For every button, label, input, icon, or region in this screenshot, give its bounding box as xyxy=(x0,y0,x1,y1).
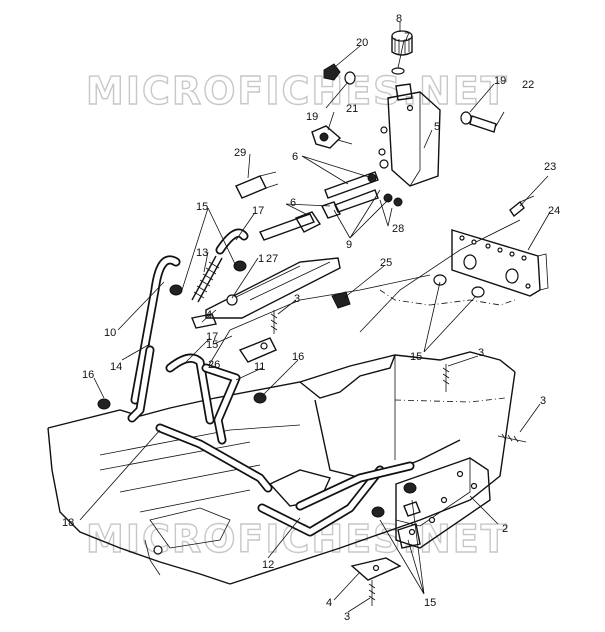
callout-16: 16 xyxy=(292,351,304,363)
callout-12: 12 xyxy=(262,559,274,571)
callout-3: 3 xyxy=(344,611,350,623)
callout-9: 9 xyxy=(346,239,352,251)
part-callouts: 1 2 3 3 3 3 4 4 5 6 6 7 8 9 10 11 12 13 … xyxy=(62,13,560,623)
callout-1: 1 xyxy=(258,253,264,265)
callout-27: 27 xyxy=(266,253,278,265)
watermark-top: MICROFICHES.NET xyxy=(86,69,509,113)
callout-18: 18 xyxy=(62,517,74,529)
callout-23: 23 xyxy=(544,161,556,173)
grommet-25 xyxy=(331,291,351,309)
callout-3: 3 xyxy=(294,293,300,305)
callout-19: 19 xyxy=(306,111,318,123)
callout-16: 16 xyxy=(82,369,94,381)
callout-11: 11 xyxy=(254,361,265,373)
clip-26 xyxy=(238,337,277,363)
callout-26: 26 xyxy=(208,359,220,371)
callout-3: 3 xyxy=(478,347,484,359)
callout-8: 8 xyxy=(396,13,402,25)
callout-20: 20 xyxy=(356,37,368,49)
oil-cap xyxy=(391,30,413,75)
callout-17: 17 xyxy=(206,331,218,343)
leader-lines xyxy=(79,22,551,613)
spring-13 xyxy=(191,255,223,303)
callout-2: 2 xyxy=(502,523,508,535)
bracket-2 xyxy=(395,457,491,549)
callout-3: 3 xyxy=(540,395,546,407)
oil-tank xyxy=(378,83,441,187)
callout-24: 24 xyxy=(548,205,560,217)
callout-15: 15 xyxy=(196,201,208,213)
callout-15: 15 xyxy=(410,351,422,363)
callout-22: 22 xyxy=(522,79,534,91)
filter-29 xyxy=(235,171,279,199)
fittings-top xyxy=(311,63,497,149)
bracket-27 xyxy=(191,257,341,329)
oil-lines-upper xyxy=(259,159,403,241)
screws xyxy=(270,310,527,606)
callout-15: 15 xyxy=(424,597,436,609)
callout-29: 29 xyxy=(234,147,246,159)
callout-17: 17 xyxy=(252,205,264,217)
callout-6: 6 xyxy=(290,197,296,209)
callout-7: 7 xyxy=(404,31,410,43)
hose-14 xyxy=(127,345,155,423)
bracket-4-lower xyxy=(350,557,402,581)
hose-18 xyxy=(155,423,273,493)
callout-19: 19 xyxy=(494,75,506,87)
callout-6: 6 xyxy=(292,151,298,163)
callout-4: 4 xyxy=(326,597,332,609)
fitting-23 xyxy=(509,195,535,218)
hose-11 xyxy=(201,363,241,445)
callout-25: 25 xyxy=(380,257,392,269)
panel-24 xyxy=(451,229,549,297)
callout-15: 15 xyxy=(206,339,218,351)
callout-28: 28 xyxy=(392,223,404,235)
callout-21: 21 xyxy=(346,103,358,115)
hose-10 xyxy=(130,255,181,405)
callout-4: 4 xyxy=(206,309,212,321)
callout-10: 10 xyxy=(104,327,116,339)
callout-13: 13 xyxy=(196,247,208,259)
hose-12 xyxy=(257,461,415,537)
callout-14: 14 xyxy=(110,361,122,373)
callout-5: 5 xyxy=(434,121,440,133)
